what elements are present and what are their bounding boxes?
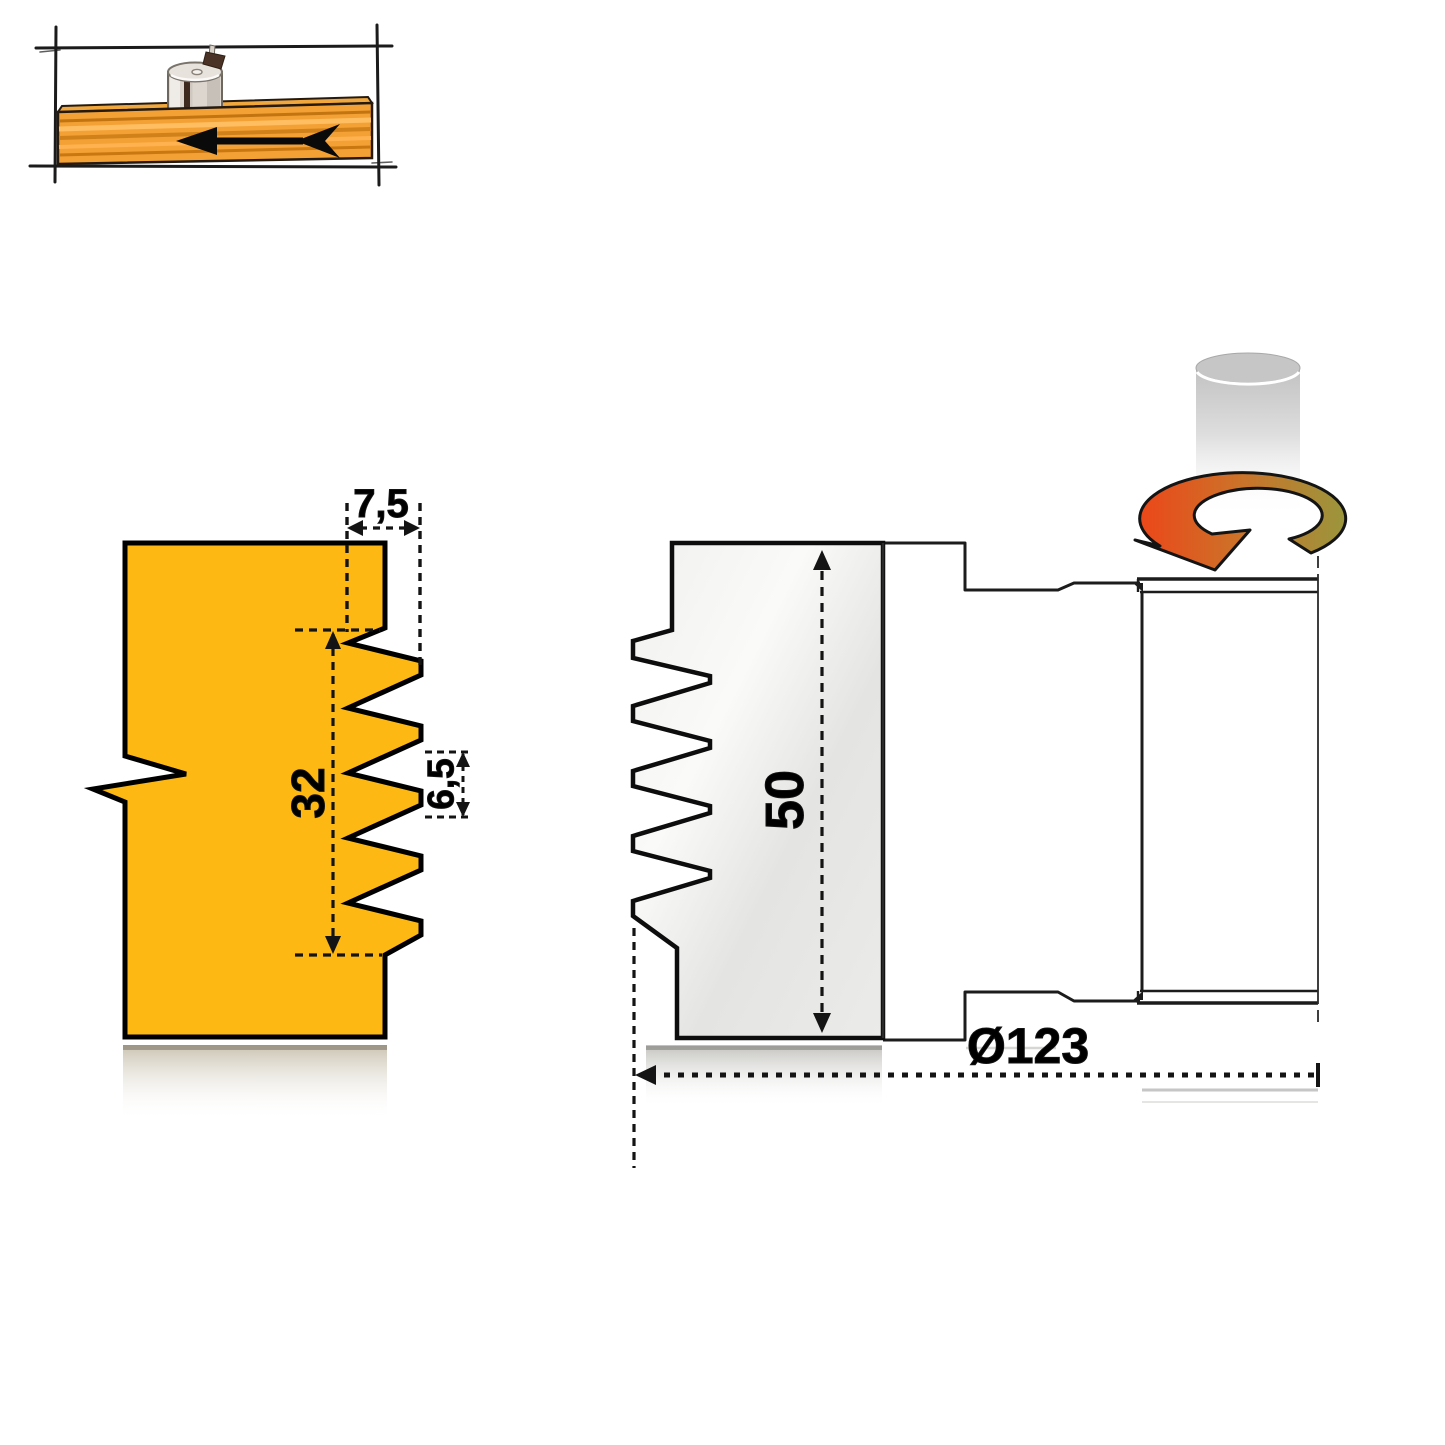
- tooth-pitch-label: 6,5: [421, 758, 462, 809]
- diameter-label: Ø123: [967, 1018, 1089, 1074]
- feed-arrow-left-icon: [176, 124, 340, 158]
- workpiece-profile-view: 7,5 32 6,5: [83, 482, 473, 1120]
- dimension-diameter: Ø123: [632, 928, 1320, 1168]
- feed-direction-icon: [28, 23, 398, 187]
- cutting-height-label: 50: [755, 770, 815, 830]
- profile-height-label: 32: [282, 767, 334, 818]
- cutter-head-icon: [167, 44, 226, 115]
- dimension-tongue-width: 7,5: [345, 482, 422, 667]
- knife-slot: [184, 72, 190, 113]
- rotation-arrow-icon: [1133, 471, 1348, 572]
- cutter-head-view: 50 Ø123: [630, 352, 1348, 1168]
- bore-icon: [191, 68, 203, 76]
- dimension-cutting-height: 50: [755, 550, 831, 1033]
- profile-reflection: [123, 1045, 387, 1120]
- wood-board: [56, 44, 374, 166]
- dimension-tooth-pitch: 6,5: [420, 750, 473, 819]
- knife-icon: [202, 51, 226, 70]
- cutter-hub: [1133, 577, 1318, 1005]
- dimension-profile-height: 32: [282, 628, 382, 957]
- workpiece-profile-shape: [83, 540, 424, 1040]
- tongue-width-label: 7,5: [353, 482, 409, 526]
- cutter-body-outline: [883, 541, 1140, 1042]
